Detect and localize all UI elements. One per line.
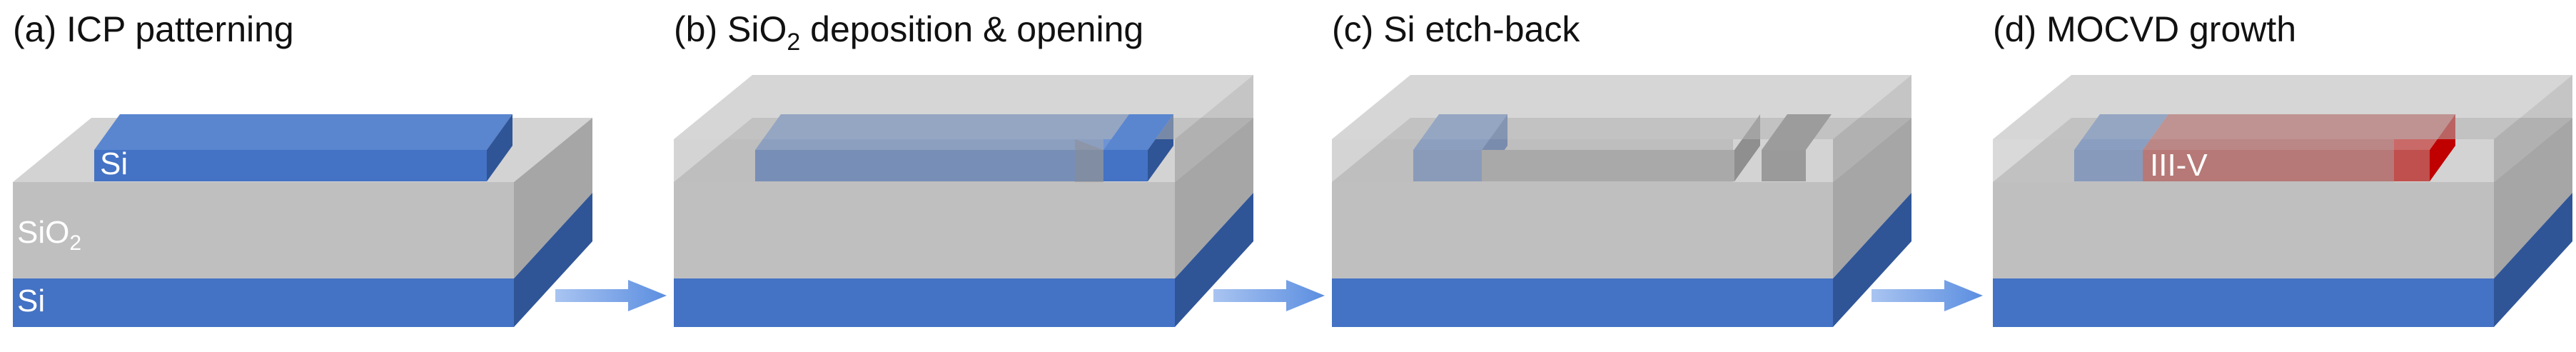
- oxide-opening-top: [1762, 114, 1832, 150]
- deposited-oxide-top: [674, 75, 1253, 139]
- substrate-si-side: [2494, 193, 2572, 327]
- panel-a: (a) ICP patterning Si SiO2 Si: [13, 9, 592, 327]
- oxide-front-face: [1993, 182, 2494, 278]
- deposited-oxide-front: [1993, 139, 2394, 182]
- substrate-si-side: [514, 193, 592, 327]
- oxide-side-face: [1833, 118, 1911, 278]
- oxide-side-face: [2494, 118, 2572, 278]
- sio2-label: SiO2: [17, 215, 81, 255]
- deposited-oxide-top: [1332, 75, 1911, 139]
- deposited-oxide-front: [1075, 139, 1103, 182]
- panel-d-title: (d) MOCVD growth: [1993, 9, 2296, 49]
- substrate-si-side: [1833, 193, 1911, 327]
- substrate-si-front: [1332, 278, 1833, 327]
- arrow-right-icon: [1872, 280, 1983, 311]
- deposited-oxide-front: [674, 139, 1075, 182]
- substrate-si-label: Si: [17, 283, 45, 318]
- arrow-right-icon: [555, 280, 667, 311]
- deposited-oxide-side: [2494, 75, 2572, 182]
- deposited-oxide-top: [1993, 75, 2572, 139]
- si-waveguide-side: [487, 114, 512, 181]
- si-waveguide-label: Si: [100, 146, 128, 181]
- oxide-opening-hole: [1762, 150, 1806, 181]
- panel-b: (b) SiO2 deposition & opening: [674, 9, 1253, 327]
- substrate-si-front: [1993, 278, 2494, 327]
- oxide-side-face: [514, 118, 592, 278]
- oxide-opening-wall: [1075, 139, 1103, 182]
- oxide-side-face: [1175, 118, 1253, 278]
- oxide-front-face: [13, 182, 514, 278]
- oxide-opening-top: [1103, 114, 1173, 150]
- si-waveguide-top: [94, 114, 512, 150]
- substrate-si-side: [1175, 193, 1253, 327]
- arrow-right-icon: [1213, 280, 1325, 311]
- si-waveguide-front: [2074, 150, 2143, 181]
- iii-v-label: III-V: [2150, 148, 2208, 183]
- iii-v-front: [2143, 150, 2430, 181]
- panel-d: (d) MOCVD growth III-V: [1993, 9, 2572, 327]
- si-waveguide-front: [94, 150, 487, 181]
- substrate-si-front: [674, 278, 1175, 327]
- deposited-oxide-side: [1833, 75, 1911, 182]
- oxide-front-face: [674, 182, 1175, 278]
- deposited-oxide-side: [1175, 75, 1253, 182]
- panel-a-title: (a) ICP patterning: [13, 9, 294, 49]
- substrate-si-front: [13, 278, 514, 327]
- panel-c: (c) Si etch-back: [1332, 9, 1911, 327]
- deposited-oxide-front: [1332, 139, 1733, 182]
- panel-c-title: (c) Si etch-back: [1332, 9, 1580, 49]
- oxide-front-face: [1332, 182, 1833, 278]
- oxide-opening-si: [1103, 150, 1148, 181]
- panel-b-title: (b) SiO2 deposition & opening: [674, 9, 1143, 56]
